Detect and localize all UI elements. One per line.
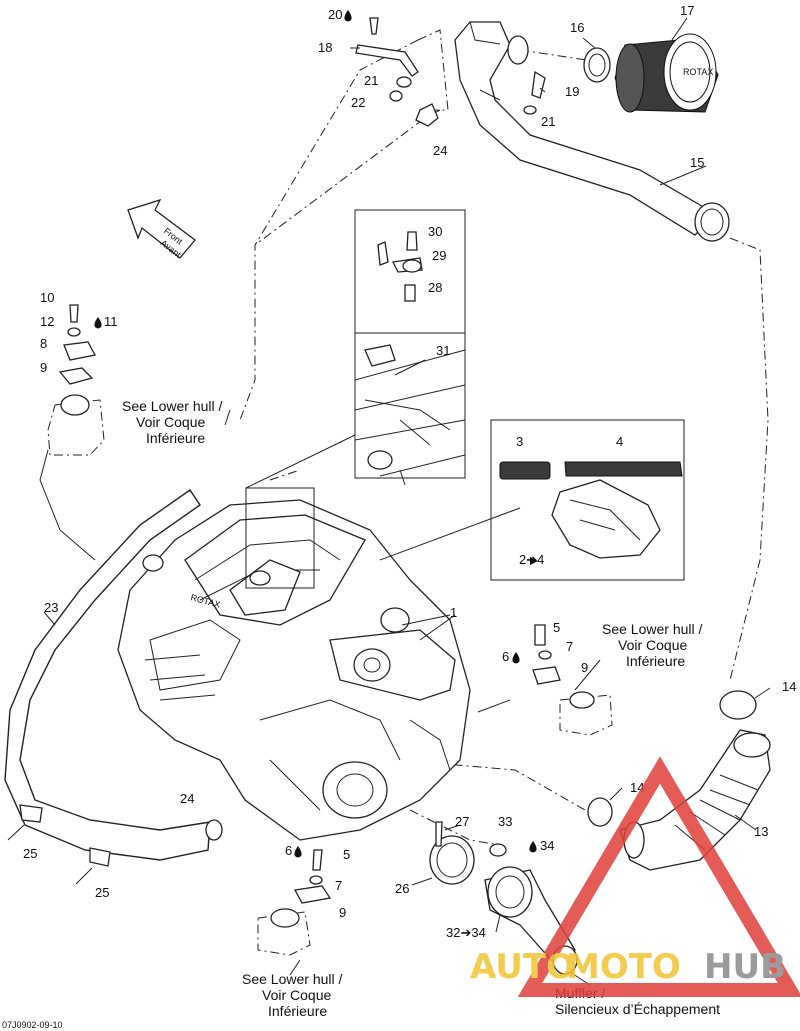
label-8: 8 (40, 336, 47, 351)
label-9-right: 9 (581, 660, 588, 675)
label-5-right: 5 (553, 620, 560, 635)
note-right-line2: Voir Coque (618, 637, 687, 653)
watermark-text-hub: HUB (704, 947, 786, 987)
oil-drop-icons (94, 10, 538, 858)
mount-bottom (257, 849, 332, 956)
label-24-left: 24 (180, 791, 194, 806)
filter-brand: ROTAX (683, 67, 713, 77)
label-21-left: 21 (364, 73, 378, 88)
air-filter-17: ROTAX (614, 33, 719, 113)
engine-detail-frame (245, 487, 315, 589)
lower-hull-note-right: See Lower hull / Voir Coque Inférieure (602, 621, 703, 669)
label-4: 4 (616, 434, 623, 449)
label-25-right: 25 (95, 885, 109, 900)
label-6-bottom: 6 (285, 843, 292, 858)
label-5-bottom: 5 (343, 847, 350, 862)
label-13: 13 (754, 824, 768, 839)
bracket-18 (355, 17, 419, 102)
arrow-icon (530, 557, 538, 565)
oil-drop-icon (94, 317, 102, 329)
label-27: 27 (455, 814, 469, 829)
label-3: 3 (516, 434, 523, 449)
detail-inset-28-31 (354, 209, 466, 479)
label-17: 17 (680, 3, 694, 18)
oil-drop-icon (529, 841, 537, 853)
note-left-line2: Voir Coque (136, 414, 205, 430)
label-leaders (39, 17, 771, 986)
label-11: 11 (104, 314, 118, 329)
screws-25 (7, 804, 111, 885)
front-arrow: Front Avant (127, 198, 196, 260)
exhaust-clamp-26-27 (429, 821, 475, 885)
label-19: 19 (565, 84, 579, 99)
label-9-bottom: 9 (339, 905, 346, 920)
watermark-triangle-icon (517, 756, 800, 997)
lower-hull-note-bottom: See Lower hull / Voir Coque Inférieure (242, 971, 343, 1019)
label-32-34: 32➔34 (446, 925, 486, 940)
label-26: 26 (395, 881, 409, 896)
oil-drop-icon (294, 846, 302, 858)
label-16: 16 (570, 20, 584, 35)
label-30: 30 (428, 224, 442, 239)
label-12: 12 (40, 314, 54, 329)
note-left-line3: Inférieure (146, 430, 205, 446)
mount-left (47, 304, 105, 456)
clamp-24-top (415, 103, 439, 127)
muffler-line2: Silencieux d’Échappement (555, 1001, 720, 1017)
label-15: 15 (690, 155, 704, 170)
diagram-id: 07J0902-09-10 (2, 1020, 63, 1030)
label-14-right: 14 (782, 679, 796, 694)
watermark-text-auto: AUTO (470, 947, 575, 987)
watermark-logo: AUTO MOTO HUB (470, 756, 800, 997)
oil-drop-icon (512, 652, 520, 664)
label-34: 34 (540, 838, 554, 853)
label-9-left: 9 (40, 360, 47, 375)
label-33: 33 (498, 814, 512, 829)
label-24-top: 24 (433, 143, 447, 158)
lower-hull-note-left: See Lower hull / Voir Coque Inférieure (122, 398, 223, 446)
label-29: 29 (432, 248, 446, 263)
mount-right (532, 624, 613, 736)
oil-drop-icon (344, 10, 352, 22)
label-18: 18 (318, 40, 332, 55)
label-7-right: 7 (566, 639, 573, 654)
drain-hose-23 (4, 489, 223, 861)
exhaust-hose-13 (587, 690, 771, 871)
label-7-bottom: 7 (335, 878, 342, 893)
label-10: 10 (40, 290, 54, 305)
note-bottom-line3: Inférieure (268, 1003, 327, 1019)
label-22: 22 (351, 95, 365, 110)
label-23: 23 (44, 600, 58, 615)
intake-hose-15 (454, 21, 730, 242)
flange-16 (507, 35, 611, 83)
decal-inset-2-4 (490, 419, 685, 581)
label-31: 31 (436, 343, 450, 358)
note-left-line1: See Lower hull / (122, 398, 223, 414)
watermark-text-moto: MOTO (566, 947, 681, 987)
note-bottom-line2: Voir Coque (262, 987, 331, 1003)
label-6-right: 6 (502, 649, 509, 664)
note-right-line3: Inférieure (626, 653, 685, 669)
note-bottom-line1: See Lower hull / (242, 971, 343, 987)
label-28: 28 (428, 280, 442, 295)
label-20: 20 (328, 7, 342, 22)
note-right-line1: See Lower hull / (602, 621, 703, 637)
label-21-right: 21 (541, 114, 555, 129)
label-25-left: 25 (23, 846, 37, 861)
bolt-19 (523, 70, 546, 115)
engine-assembly-1: ROTAX (117, 499, 471, 841)
label-1: 1 (450, 605, 457, 620)
